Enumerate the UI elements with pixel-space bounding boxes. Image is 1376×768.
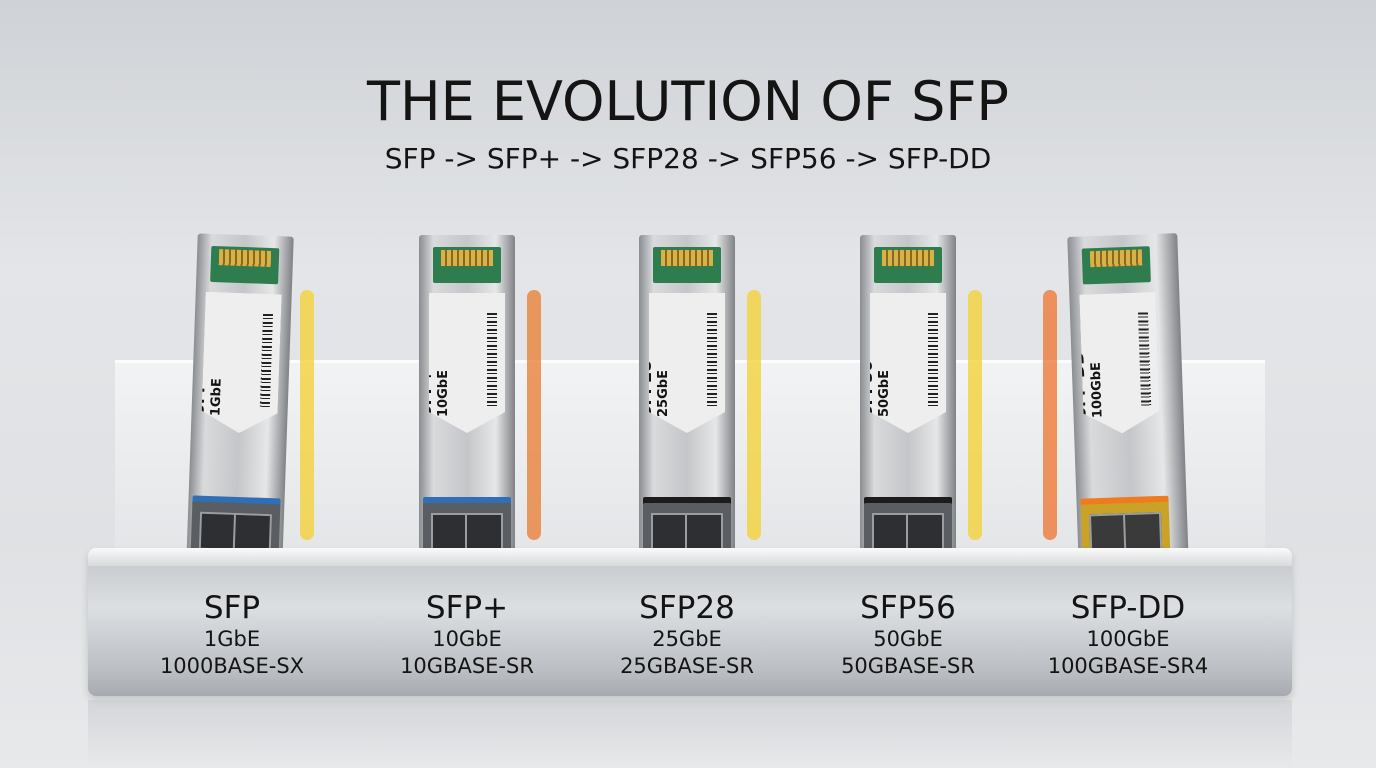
fiber-cable — [527, 290, 541, 540]
gold-pins — [1089, 249, 1143, 268]
barcode — [928, 313, 938, 408]
caption-standard: 10GBASE-SR — [400, 654, 534, 678]
barcode — [1138, 312, 1151, 407]
port-hole — [651, 513, 689, 551]
port-hole — [465, 513, 503, 551]
port-hole — [1122, 511, 1163, 552]
bail-latch — [864, 497, 952, 507]
caption-speed: 10GbE — [432, 627, 502, 651]
transceiver-module: SFP+10GbE — [419, 235, 515, 565]
page-subtitle: SFP -> SFP+ -> SFP28 -> SFP56 -> SFP-DD — [384, 142, 992, 175]
pcb-edge-connector — [1081, 246, 1151, 285]
module-label-speed: 50GbE — [877, 370, 892, 417]
caption-name: SFP-DD — [1070, 590, 1186, 626]
base-reflection — [88, 700, 1292, 768]
module-caption: SFP-DD 100GbE 100GBASE-SR4 — [1008, 590, 1248, 680]
page-title: THE EVOLUTION OF SFP — [366, 70, 1009, 133]
module-caption: SFP56 50GbE 50GBASE-SR — [788, 590, 1028, 680]
caption-speed: 50GbE — [873, 627, 943, 651]
module-label-speed: 10GbE — [436, 370, 451, 417]
barcode — [707, 313, 717, 408]
caption-speed: 25GbE — [652, 627, 722, 651]
caption-name: SFP+ — [425, 590, 509, 626]
pcb-edge-connector — [874, 247, 942, 283]
gold-pins — [441, 250, 493, 266]
caption-speed: 1GbE — [203, 627, 261, 651]
bail-latch — [643, 497, 731, 507]
module-caption: SFP+ 10GbE 10GBASE-SR — [347, 590, 587, 680]
port-hole — [685, 513, 723, 551]
module-label-speed: 100GbE — [1088, 361, 1106, 419]
barcode — [260, 314, 273, 409]
caption-speed: 100GbE — [1086, 627, 1170, 651]
module-caption: SFP 1GbE 1000BASE-SX — [112, 590, 352, 680]
caption-name: SFP56 — [860, 590, 956, 626]
pcb-edge-connector — [653, 247, 721, 283]
fiber-cable — [968, 290, 982, 540]
base-top-edge — [88, 548, 1292, 566]
port-hole — [232, 512, 273, 553]
gold-pins — [661, 250, 713, 266]
pcb-edge-connector — [433, 247, 501, 283]
port-hole — [431, 513, 469, 551]
caption-standard: 50GBASE-SR — [841, 654, 975, 678]
caption-name: SFP — [203, 590, 261, 626]
aluminum-base — [88, 548, 1292, 696]
gold-pins — [882, 250, 934, 266]
port-hole — [906, 513, 944, 551]
module-caption: SFP28 25GbE 25GBASE-SR — [567, 590, 807, 680]
module-label-speed: 25GbE — [656, 370, 671, 417]
caption-standard: 25GBASE-SR — [620, 654, 754, 678]
pcb-edge-connector — [210, 245, 280, 285]
caption-name: SFP28 — [639, 590, 735, 626]
gold-pins — [218, 249, 272, 267]
module-label-speed: 1GbE — [208, 378, 225, 417]
fiber-cable — [300, 290, 314, 540]
bail-latch — [423, 497, 511, 507]
fiber-cable — [747, 290, 761, 540]
port-hole — [872, 513, 910, 551]
barcode — [487, 313, 497, 408]
fiber-cable — [1043, 290, 1057, 540]
caption-standard: 1000BASE-SX — [159, 654, 305, 678]
module-label: SFP+10GbE — [429, 293, 505, 433]
caption-standard: 100GBASE-SR4 — [1047, 654, 1209, 678]
